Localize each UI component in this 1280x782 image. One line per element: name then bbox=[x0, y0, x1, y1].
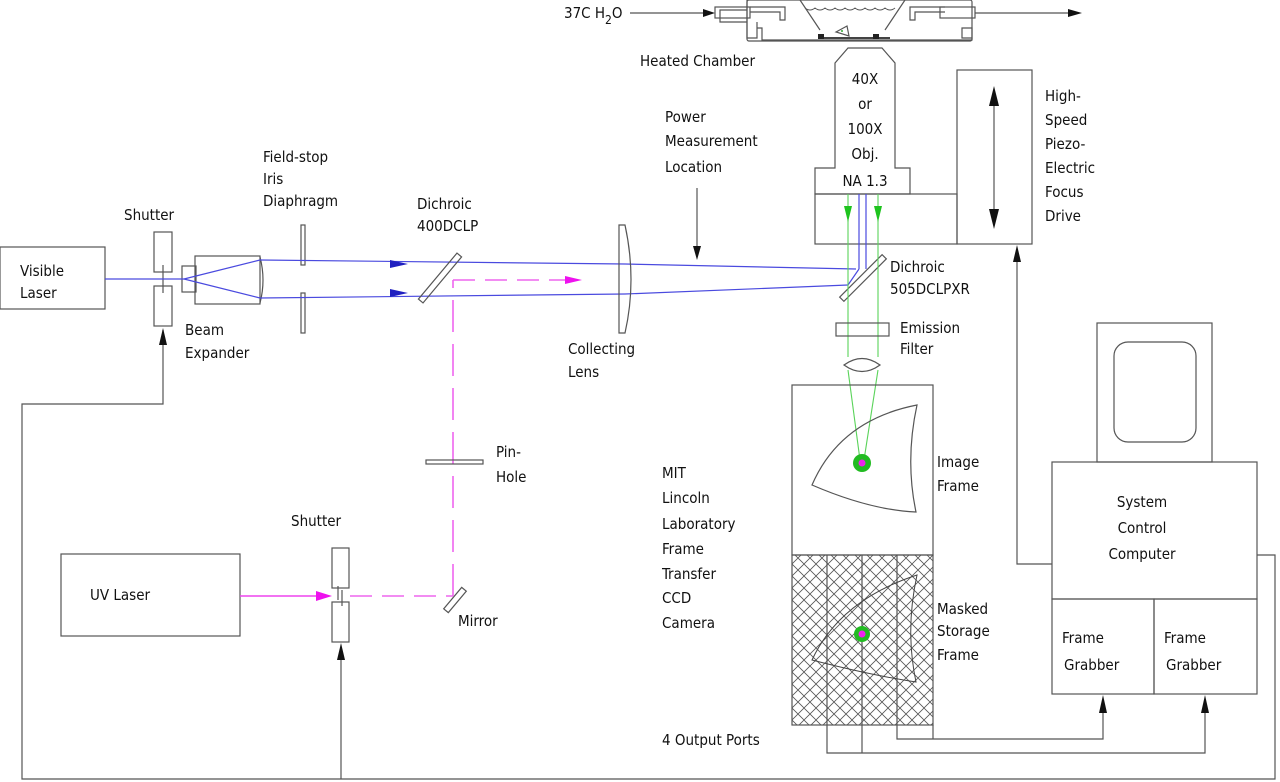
dichroic-400-label-1: Dichroic bbox=[417, 195, 472, 213]
frame-grabber-2-label-2: Grabber bbox=[1166, 656, 1222, 674]
focus-drive-label-2: Speed bbox=[1045, 111, 1087, 129]
output-ports-label: 4 Output Ports bbox=[662, 731, 760, 749]
output-port-wiring bbox=[826, 695, 1209, 754]
focus-drive-label-6: Drive bbox=[1045, 207, 1081, 225]
masked-storage-label-1: Masked bbox=[937, 600, 988, 618]
pin-hole-label-1: Pin- bbox=[496, 443, 521, 461]
camera-label-3: Laboratory bbox=[662, 515, 736, 533]
dichroic-505-label-1: Dichroic bbox=[890, 258, 945, 276]
mirror bbox=[442, 586, 468, 614]
frame-grabber-1-label-1: Frame bbox=[1062, 629, 1104, 647]
visible-beam bbox=[105, 194, 867, 299]
dichroic-400-label-2: 400DCLP bbox=[417, 217, 478, 235]
collecting-lens-label-1: Collecting bbox=[568, 340, 635, 358]
emission-filter-label-1: Emission bbox=[900, 319, 960, 337]
shutter-bottom-label: Shutter bbox=[291, 512, 342, 530]
frame-grabber-2 bbox=[1153, 598, 1258, 695]
field-stop-label-2: Iris bbox=[263, 170, 283, 188]
camera-label-6: CCD bbox=[662, 589, 691, 607]
focus-drive-label-4: Electric bbox=[1045, 159, 1095, 177]
dichroic-400dclp bbox=[417, 252, 463, 304]
pin-hole-label-2: Hole bbox=[496, 468, 526, 486]
imaging-lens bbox=[842, 357, 882, 373]
focus-drive-label-3: Piezo- bbox=[1045, 135, 1085, 153]
objective-label-4: Obj. bbox=[851, 145, 878, 163]
focus-drive-label-1: High- bbox=[1045, 87, 1081, 105]
objective-label-5: NA 1.3 bbox=[842, 172, 887, 190]
field-stop-label-1: Field-stop bbox=[263, 148, 328, 166]
beam-expander-label-1: Beam bbox=[185, 321, 224, 339]
water-inlet-label: 37C H2O bbox=[564, 4, 623, 27]
power-measurement-label-1: Power bbox=[665, 108, 706, 126]
beam-expander bbox=[181, 255, 264, 305]
water-inlet-arrow bbox=[630, 9, 715, 17]
objective-label-2: or bbox=[858, 95, 872, 113]
image-frame-label-1: Image bbox=[937, 453, 979, 471]
objective-label-3: 100X bbox=[848, 120, 883, 138]
objective-lens bbox=[814, 47, 958, 245]
heated-chamber-label: Heated Chamber bbox=[640, 52, 755, 70]
visible-laser-label-1: Visible bbox=[20, 262, 64, 280]
computer-label-1: System bbox=[1117, 493, 1167, 511]
image-frame-label-2: Frame bbox=[937, 477, 979, 495]
monitor bbox=[1096, 322, 1213, 463]
mirror-label: Mirror bbox=[458, 612, 498, 630]
emission-filter-label-2: Filter bbox=[900, 340, 934, 358]
pin-hole bbox=[425, 459, 484, 465]
water-outlet-arrow bbox=[975, 9, 1082, 17]
uv-laser bbox=[60, 553, 241, 637]
focus-control-wire bbox=[1013, 245, 1052, 565]
beam-expander-label-2: Expander bbox=[185, 344, 250, 362]
camera-label-7: Camera bbox=[662, 614, 715, 632]
camera-label-5: Transfer bbox=[661, 565, 716, 583]
masked-storage-label-3: Frame bbox=[937, 646, 979, 664]
heated-chamber bbox=[714, 0, 976, 42]
camera-label-2: Lincoln bbox=[662, 489, 710, 507]
dichroic-505-label-2: 505DCLPXR bbox=[890, 280, 970, 298]
objective-label-1: 40X bbox=[852, 70, 878, 88]
masked-storage-label-2: Storage bbox=[937, 622, 990, 640]
image-frame bbox=[811, 404, 918, 513]
field-stop-iris bbox=[300, 224, 306, 334]
camera-label-1: MIT bbox=[662, 464, 687, 482]
visible-laser bbox=[0, 246, 106, 310]
power-measurement-label-3: Location bbox=[665, 158, 722, 176]
shutter-control-wire bbox=[21, 328, 1276, 780]
emission-filter bbox=[835, 322, 890, 337]
collecting-lens bbox=[618, 224, 632, 334]
collecting-lens-label-2: Lens bbox=[568, 363, 599, 381]
frame-grabber-1-label-2: Grabber bbox=[1064, 656, 1120, 674]
computer-label-3: Computer bbox=[1108, 545, 1176, 563]
uv-shutter bbox=[331, 547, 350, 643]
power-measurement-arrow bbox=[693, 188, 701, 260]
field-stop-label-3: Diaphragm bbox=[263, 192, 338, 210]
visible-laser-label-2: Laser bbox=[20, 284, 57, 302]
frame-grabber-2-label-1: Frame bbox=[1164, 629, 1206, 647]
uv-laser-label: UV Laser bbox=[90, 586, 151, 604]
computer-label-2: Control bbox=[1118, 519, 1167, 537]
emission-beam bbox=[844, 194, 882, 461]
dichroic-505dclpxr bbox=[838, 253, 888, 303]
piezo-focus-drive bbox=[956, 69, 1033, 245]
power-measurement-label-2: Measurement bbox=[665, 132, 758, 150]
camera-label-4: Frame bbox=[662, 540, 704, 558]
focus-drive-label-5: Focus bbox=[1045, 183, 1084, 201]
masked-storage-frame bbox=[811, 574, 918, 683]
uv-beam bbox=[240, 276, 582, 601]
shutter-top-label: Shutter bbox=[124, 206, 175, 224]
